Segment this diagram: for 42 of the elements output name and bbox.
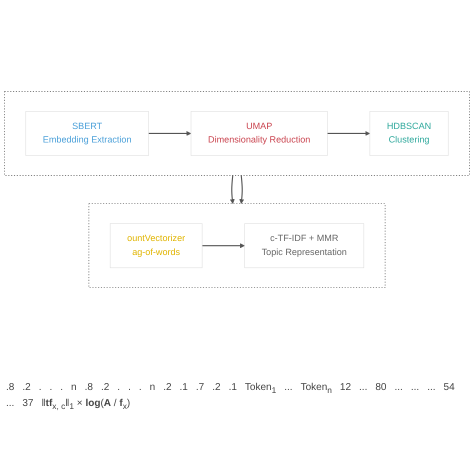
label-text: .2 [100, 382, 110, 395]
label-text: ... [410, 382, 420, 395]
label-text: . [60, 382, 64, 395]
label-text: Token$_{n}$ [300, 382, 332, 395]
node-box: SBERT Embedding Extraction [26, 112, 149, 156]
node-box: ountVectorizer ag-of-words [110, 224, 202, 268]
label-text: .1 [180, 382, 188, 395]
label-text: . [38, 382, 42, 395]
label-text: n [71, 382, 77, 395]
label-text: . [117, 382, 120, 395]
cluster [4, 92, 470, 176]
label-text: .7 [196, 382, 204, 395]
label-text: .1 [228, 382, 237, 395]
label-text: ... [284, 382, 293, 395]
label-text: ... [427, 382, 436, 395]
label-text: .2 [163, 382, 172, 395]
arrow [148, 131, 192, 136]
node-box: HDBSCAN Clustering [370, 112, 448, 156]
label-text: n [150, 382, 156, 395]
arrow [202, 244, 245, 249]
label-text: . [138, 382, 142, 395]
node-box: UMAP Dimensionality Reduction [190, 112, 328, 156]
label-text: 54 [444, 382, 455, 395]
cluster [88, 204, 386, 288]
label-text: 12 [340, 382, 352, 395]
label-text: .8 [84, 382, 93, 395]
label-text: Token$_{1}$ [244, 382, 276, 395]
label-text: 37 [22, 398, 34, 411]
label-text: . [128, 382, 131, 395]
label-text: ... [394, 382, 403, 395]
label-text: .2 [212, 382, 221, 395]
arrow [327, 131, 370, 136]
label-text: .2 [22, 382, 31, 395]
label-text: .8 [6, 382, 14, 395]
node-box: c-TF-IDF + MMR Topic Representation [244, 224, 364, 268]
arrow [239, 176, 244, 204]
label-text: ‖tf$_{x, c}$‖$_{1}$ × log(A / f$_{x}$) [41, 398, 130, 411]
label-text: ... [359, 382, 368, 395]
label-text: 80 [375, 382, 386, 395]
label-text: ... [6, 398, 14, 411]
arrow [230, 176, 235, 204]
label-text: . [49, 382, 52, 395]
